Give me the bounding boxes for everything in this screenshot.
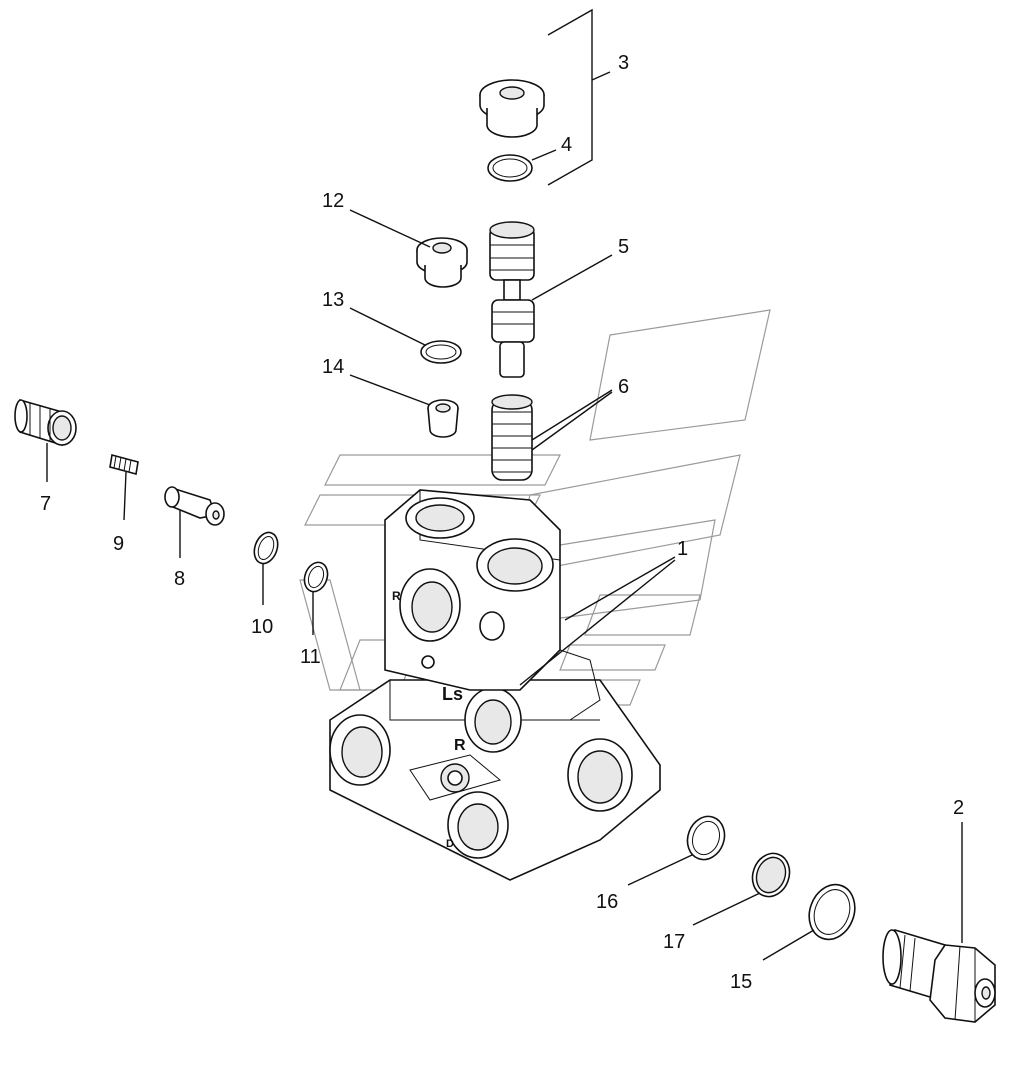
part-11-o-ring [303,561,329,593]
port-mark-r-upper: R [392,589,401,603]
leader-lines [46,71,963,961]
part-14-plug [427,399,459,438]
part-4-o-ring [487,154,533,182]
valve-body: R Ls R D [329,489,661,881]
callout-12: 12 [322,190,344,212]
port-mark-d: D [446,838,454,850]
callout-15: 15 [730,971,752,993]
callout-17: 17 [663,931,685,953]
part-8-piston [164,486,225,526]
callout-2: 2 [953,797,964,819]
part-9-spring [109,453,139,476]
callout-14: 14 [322,356,344,378]
callout-7: 7 [40,493,51,515]
callout-labels: 3 4 12 5 13 14 6 7 9 1 8 10 11 2 16 17 1… [40,52,964,993]
callout-4: 4 [561,134,572,156]
callout-6: 6 [618,376,629,398]
callout-11: 11 [300,646,321,668]
callout-1: 1 [677,538,688,560]
port-mark-r-lower: R [454,737,466,754]
callout-13: 13 [322,289,344,311]
part-2-relief-valve [882,928,996,1023]
part-5-spool [489,221,535,378]
part-17-o-ring [751,852,791,898]
part-16-o-ring [686,815,726,861]
callout-8: 8 [174,568,185,590]
part-15-o-ring [808,883,856,941]
callout-10: 10 [251,616,273,638]
port-mark-ls: Ls [442,684,463,704]
callout-3: 3 [618,52,629,74]
part-12-plug [416,237,468,288]
part-10-o-ring [253,531,279,565]
part-6-spring [491,394,533,481]
bracket-3-4 [547,8,593,186]
callout-5: 5 [618,236,629,258]
part-13-o-ring [420,340,462,364]
callout-9: 9 [113,533,124,555]
part-3-plug [479,79,545,138]
callout-16: 16 [596,891,618,913]
part-7-sleeve [14,398,77,447]
